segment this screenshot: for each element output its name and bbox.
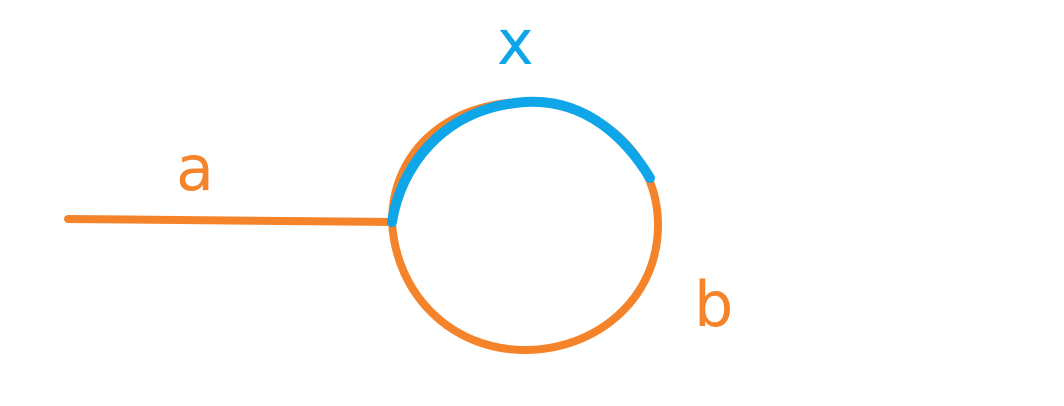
label-x: x	[497, 6, 534, 79]
label-b: b	[694, 268, 733, 341]
tail-line	[64, 215, 396, 226]
label-a: a	[176, 132, 214, 205]
arc-x	[387, 96, 655, 227]
